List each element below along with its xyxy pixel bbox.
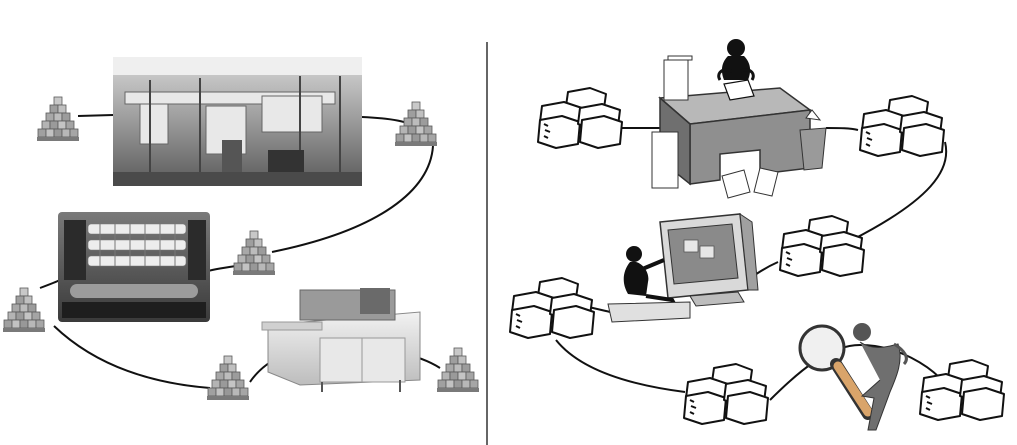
person-at-desk-paperwork-icon xyxy=(651,39,827,199)
paper-stack-icon xyxy=(779,215,865,277)
packaging-machine-photo-icon xyxy=(261,288,421,392)
box-pyramid-icon xyxy=(2,287,46,333)
box-pyramid-icon xyxy=(394,101,438,147)
person-at-computer-icon xyxy=(607,212,759,323)
right-panel-office xyxy=(509,39,1005,431)
box-pyramid-icon xyxy=(232,230,276,276)
right-flow-lines xyxy=(543,127,948,401)
box-pyramid-icon xyxy=(206,355,250,401)
person-with-magnifier-icon xyxy=(798,323,908,431)
paper-stack-icon xyxy=(859,95,945,157)
left-panel-manufacturing xyxy=(2,57,480,401)
paper-stack-icon xyxy=(683,363,769,425)
slitting-machine-photo-icon xyxy=(58,212,210,322)
box-pyramid-icon xyxy=(36,96,80,142)
factory-line-photo-icon xyxy=(113,57,362,186)
paper-stack-icon xyxy=(537,87,623,149)
paper-stack-icon xyxy=(919,359,1005,421)
box-pyramid-icon xyxy=(436,347,480,393)
paper-stack-icon xyxy=(509,277,595,339)
